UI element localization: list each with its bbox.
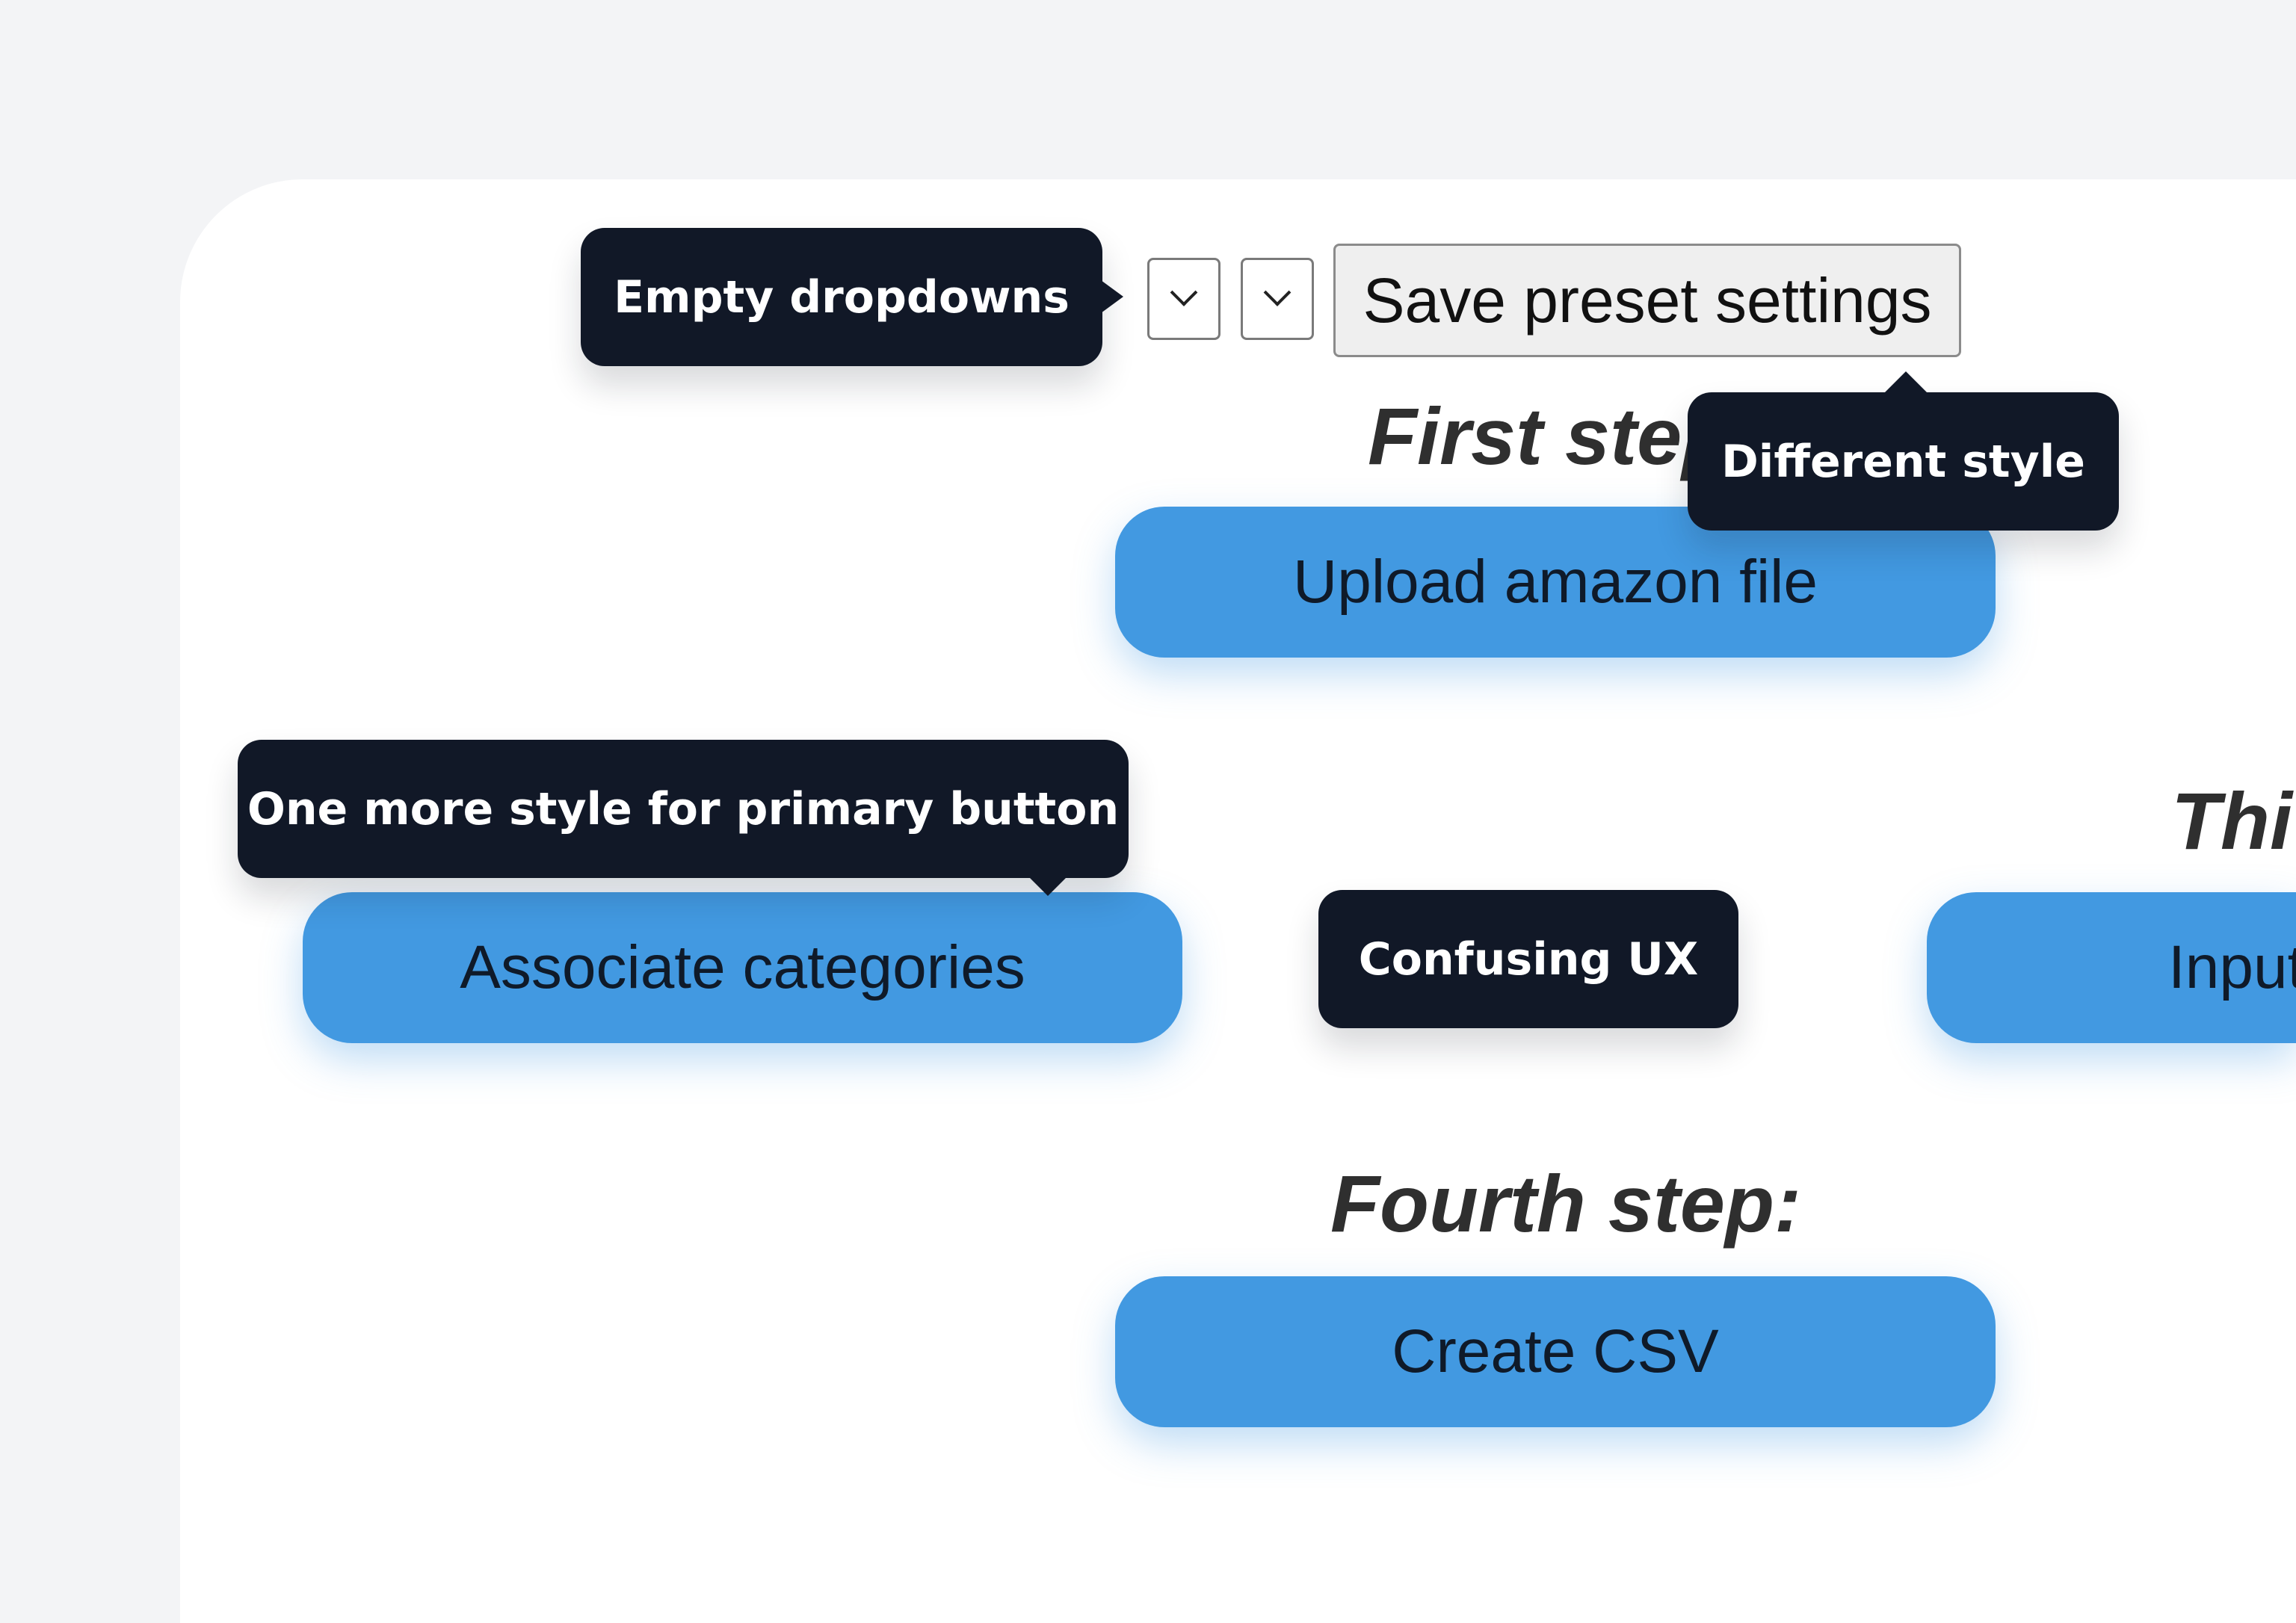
chevron-down-icon xyxy=(1170,279,1198,306)
fourth-step-heading: Fourth step: xyxy=(1330,1158,1801,1249)
primary-button-style-annotation: One more style for primary button xyxy=(238,740,1129,896)
create-csv-button[interactable]: Create CSV xyxy=(1115,1276,1996,1427)
annotation-text: One more style for primary button xyxy=(247,782,1120,835)
upload-amazon-file-button[interactable]: Upload amazon file xyxy=(1115,507,1996,658)
annotation-text: Confusing UX xyxy=(1358,933,1699,986)
associate-categories-button[interactable]: Associate categories xyxy=(303,892,1182,1043)
tooltip-arrow-icon xyxy=(1883,371,1928,394)
confusing-ux-annotation: Confusing UX xyxy=(1318,890,1738,1028)
annotation-text: Different style xyxy=(1721,435,2085,488)
first-step-heading: First step xyxy=(1368,391,1732,481)
annotation-text: Empty dropdowns xyxy=(614,270,1070,324)
tooltip-arrow-icon xyxy=(1101,280,1123,313)
input-button[interactable]: Input xyxy=(1927,892,2296,1043)
chevron-down-icon xyxy=(1263,279,1292,306)
different-style-annotation: Different style xyxy=(1688,371,2119,531)
tooltip-arrow-icon xyxy=(1028,877,1067,896)
dropdown-2[interactable] xyxy=(1241,258,1314,340)
third-step-heading: Thi xyxy=(2171,776,2292,866)
empty-dropdowns-annotation: Empty dropdowns xyxy=(581,228,1123,366)
save-preset-button[interactable]: Save preset settings xyxy=(1333,244,1961,357)
dropdown-1[interactable] xyxy=(1147,258,1220,340)
